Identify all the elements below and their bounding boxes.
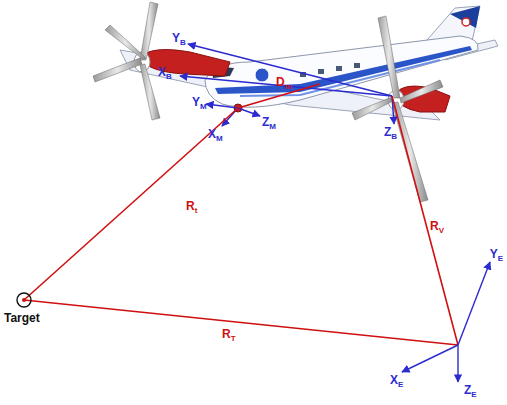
vector-label: Dm (276, 76, 292, 91)
vector-label: RT (222, 328, 236, 343)
axis-label: YM (192, 96, 207, 111)
body-frame (180, 44, 394, 124)
axis-label: XM (208, 128, 223, 143)
earth-frame (402, 262, 490, 382)
axis-label: XB (158, 66, 172, 81)
axis-label: XE (390, 374, 403, 389)
vector-label: RV (430, 220, 444, 235)
vector-label: Rt (186, 200, 197, 215)
target-label: Target (4, 312, 40, 324)
axis-label: YB (172, 32, 186, 47)
axis-label: ZB (384, 126, 397, 141)
tail-stripe (450, 6, 480, 28)
left-nacelle (140, 50, 230, 76)
axis-label: YE (490, 248, 503, 263)
sensor-frame (206, 104, 260, 126)
axis-label: ZM (262, 116, 276, 131)
target-symbol (17, 293, 31, 307)
axis-label: ZE (464, 384, 477, 399)
position-vectors (24, 84, 458, 345)
